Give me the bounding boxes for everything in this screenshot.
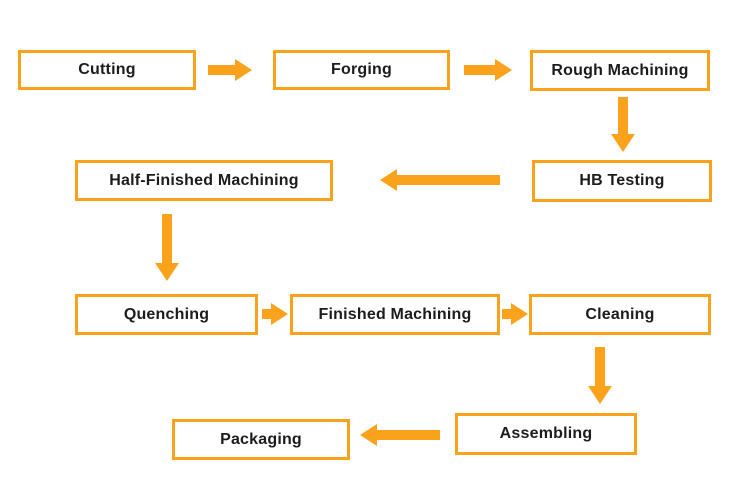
flow-node-assembling: Assembling bbox=[455, 413, 637, 455]
flow-node-quenching: Quenching bbox=[75, 294, 258, 335]
arrow-shaft bbox=[377, 430, 440, 440]
arrow-shaft bbox=[397, 175, 500, 185]
arrow-down-icon-rough-machining-to-hb-testing bbox=[611, 97, 635, 152]
arrow-shaft bbox=[502, 309, 511, 319]
arrow-head bbox=[495, 59, 512, 81]
arrow-shaft bbox=[618, 97, 628, 134]
arrow-shaft bbox=[595, 347, 605, 386]
arrow-down-icon-half-finished-machining-to-quenching bbox=[155, 214, 179, 281]
arrow-down-icon-cleaning-to-assembling bbox=[588, 347, 612, 404]
flow-node-packaging: Packaging bbox=[172, 419, 350, 460]
arrow-right-icon-cutting-to-forging bbox=[208, 59, 252, 81]
arrow-right-icon-forging-to-rough-machining bbox=[464, 59, 512, 81]
arrow-head bbox=[511, 303, 528, 325]
flow-node-label: Cleaning bbox=[585, 305, 655, 323]
flow-node-label: Forging bbox=[331, 61, 392, 78]
flow-node-label: Quenching bbox=[123, 305, 210, 323]
flow-node-cutting: Cutting bbox=[18, 50, 196, 90]
arrow-left-icon-hb-testing-to-half-finished-machining bbox=[380, 169, 500, 191]
arrow-shaft bbox=[208, 65, 235, 75]
flow-node-label: Rough Machining bbox=[551, 61, 689, 79]
arrow-head bbox=[380, 169, 397, 191]
arrow-right-icon-quenching-to-finished-machining bbox=[262, 303, 288, 325]
flow-node-label: Packaging bbox=[220, 430, 302, 448]
flow-node-finished-machining: Finished Machining bbox=[290, 294, 500, 335]
flow-node-hb-testing: HB Testing bbox=[532, 160, 712, 202]
arrow-head bbox=[155, 263, 179, 281]
flow-node-cleaning: Cleaning bbox=[529, 294, 711, 335]
arrow-shaft bbox=[262, 309, 271, 319]
arrow-head bbox=[611, 134, 635, 152]
flow-node-rough-machining: Rough Machining bbox=[530, 50, 710, 91]
flow-node-label: Half-Finished Machining bbox=[109, 171, 299, 189]
arrow-head bbox=[588, 386, 612, 404]
arrow-left-icon-assembling-to-packaging bbox=[360, 424, 440, 446]
arrow-shaft bbox=[464, 65, 495, 75]
flow-node-label: Assembling bbox=[499, 425, 593, 442]
flow-node-forging: Forging bbox=[273, 50, 450, 90]
arrow-head bbox=[271, 303, 288, 325]
arrow-head bbox=[235, 59, 252, 81]
arrow-head bbox=[360, 424, 377, 446]
arrow-right-icon-finished-machining-to-cleaning bbox=[502, 303, 528, 325]
flow-node-label: HB Testing bbox=[579, 172, 665, 189]
flow-node-label: Cutting bbox=[78, 61, 136, 78]
arrow-shaft bbox=[162, 214, 172, 263]
flow-node-half-finished-machining: Half-Finished Machining bbox=[75, 160, 333, 201]
flow-node-label: Finished Machining bbox=[318, 305, 472, 323]
